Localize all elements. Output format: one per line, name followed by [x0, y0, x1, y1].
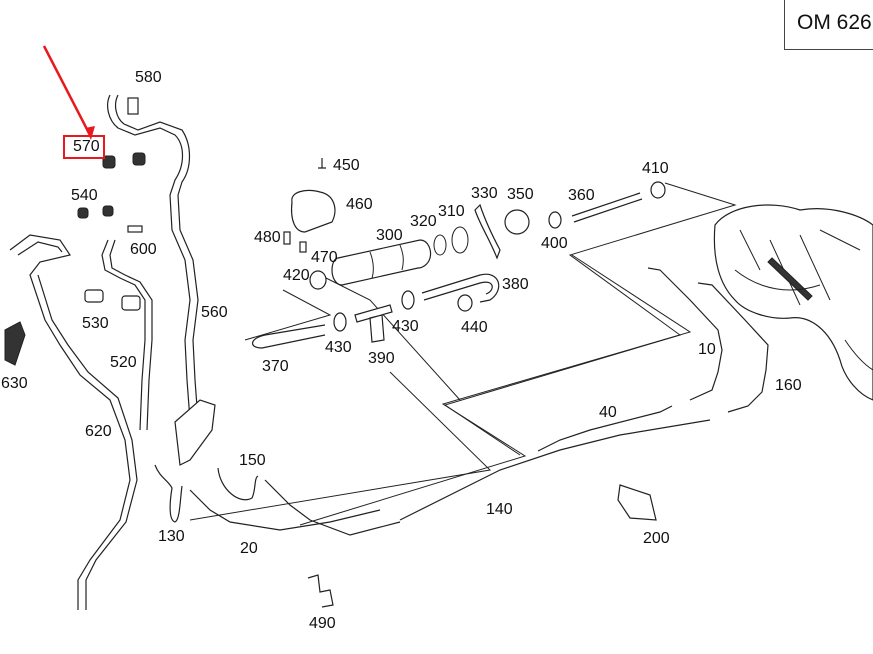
bracket-460	[290, 189, 336, 233]
callout-polygon-filter-group	[189, 274, 492, 521]
part-label-450[interactable]: 450	[333, 157, 360, 174]
part-label-330[interactable]: 330	[471, 185, 498, 202]
block-200	[617, 484, 657, 521]
hose-580-assembly	[107, 94, 184, 196]
fuel-filter-300	[331, 239, 432, 286]
strap-330	[474, 203, 501, 260]
part-label-460[interactable]: 460	[346, 196, 373, 213]
hose-370	[252, 324, 326, 349]
part-label-480[interactable]: 480	[254, 229, 281, 246]
cap-410	[650, 181, 666, 199]
part-570-fitting-right	[132, 152, 146, 166]
part-label-520[interactable]: 520	[110, 354, 137, 371]
bracket-560	[174, 399, 216, 466]
part-label-150[interactable]: 150	[239, 452, 266, 469]
part-label-380[interactable]: 380	[502, 276, 529, 293]
part-label-440[interactable]: 440	[461, 319, 488, 336]
part-label-570[interactable]: 570	[73, 138, 100, 155]
clamp-430-left	[333, 312, 347, 332]
screw-450	[318, 158, 326, 169]
hose-130	[154, 464, 183, 523]
part-label-350[interactable]: 350	[507, 186, 534, 203]
clamp-430-right	[401, 290, 415, 310]
part-label-400[interactable]: 400	[541, 235, 568, 252]
part-label-390[interactable]: 390	[368, 350, 395, 367]
part-570-fitting-left	[102, 155, 116, 169]
part-label-300[interactable]: 300	[376, 227, 403, 244]
tube-360	[571, 192, 643, 223]
part-label-600[interactable]: 600	[130, 241, 157, 258]
pipe-140	[399, 419, 711, 521]
pipe-40	[537, 405, 673, 452]
part-label-40[interactable]: 40	[599, 404, 617, 421]
part-label-320[interactable]: 320	[410, 213, 437, 230]
part-label-10[interactable]: 10	[698, 341, 716, 358]
highlight-box-570	[63, 135, 105, 159]
pipe-160	[697, 282, 769, 413]
hose-380	[421, 273, 500, 303]
pipe-20	[189, 489, 381, 531]
part-label-530[interactable]: 530	[82, 315, 109, 332]
hose-560	[169, 194, 191, 441]
part-label-310[interactable]: 310	[438, 203, 465, 220]
part-label-130[interactable]: 130	[158, 528, 185, 545]
cap-400	[548, 211, 562, 229]
bolt-480	[283, 231, 291, 245]
part-580-shape	[127, 97, 139, 115]
clip-490	[307, 574, 334, 608]
clamp-420	[309, 270, 327, 290]
callout-polygon-tank	[299, 182, 737, 526]
part-label-370[interactable]: 370	[262, 358, 289, 375]
part-label-490[interactable]: 490	[309, 615, 336, 632]
pipe-10	[647, 267, 723, 401]
part-label-580[interactable]: 580	[135, 69, 162, 86]
part-label-200[interactable]: 200	[643, 530, 670, 547]
pump-350	[504, 209, 530, 235]
part-label-360[interactable]: 360	[568, 187, 595, 204]
hose-620	[9, 234, 131, 610]
engine-code-box: OM 626	[784, 0, 873, 50]
seal-ring-320	[433, 234, 447, 256]
part-label-410[interactable]: 410	[642, 160, 669, 177]
fuel-tank	[713, 204, 873, 401]
seal-ring-310	[451, 226, 469, 254]
part-label-560[interactable]: 560	[201, 304, 228, 321]
bolt-470	[299, 241, 307, 253]
tee-390	[354, 304, 393, 343]
engine-code-label: OM 626	[797, 11, 872, 34]
hose-150	[217, 467, 259, 501]
part-label-20[interactable]: 20	[240, 540, 258, 557]
part-label-620[interactable]: 620	[85, 423, 112, 440]
part-label-160[interactable]: 160	[775, 377, 802, 394]
hose-520	[101, 239, 146, 431]
part-label-420[interactable]: 420	[283, 267, 310, 284]
part-label-430-right[interactable]: 430	[392, 318, 419, 335]
part-label-470[interactable]: 470	[311, 249, 338, 266]
part-label-140[interactable]: 140	[486, 501, 513, 518]
cap-440	[457, 294, 473, 312]
bracket-630	[4, 321, 26, 366]
part-label-540[interactable]: 540	[71, 187, 98, 204]
red-arrow-icon	[42, 45, 95, 140]
part-label-630[interactable]: 630	[1, 375, 28, 392]
part-label-430-left[interactable]: 430	[325, 339, 352, 356]
